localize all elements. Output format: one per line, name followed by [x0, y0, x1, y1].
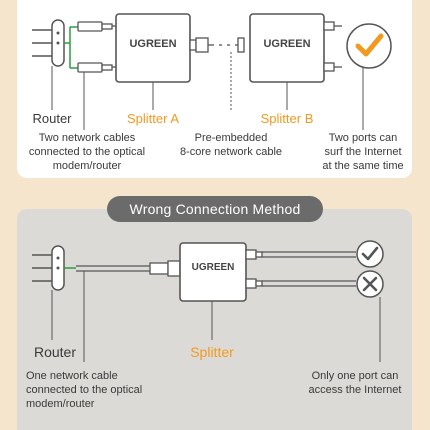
- cross-icon: [356, 270, 384, 298]
- splitter-brand: UGREEN: [191, 262, 235, 273]
- router-label-top: Router: [32, 111, 72, 126]
- leaders-top: [51, 66, 364, 130]
- splitter-label: Splitter: [190, 344, 234, 360]
- router-label-bottom: Router: [33, 344, 77, 360]
- router-top: [32, 19, 65, 67]
- cables-to-splitter-a: [77, 21, 116, 73]
- splitter-b-label: Splitter B: [260, 111, 314, 126]
- desc-pre-embedded: Pre-embedded 8-core network cable: [179, 132, 283, 158]
- check-icon: [356, 240, 384, 268]
- router-bottom: [32, 245, 65, 291]
- output-cables-bottom: [245, 249, 356, 289]
- splitter-a-brand: UGREEN: [129, 38, 177, 50]
- desc-one-port: Only one port can access the Internet: [308, 370, 402, 396]
- leaders-bottom: [51, 271, 381, 362]
- section-title: Wrong Connection Method: [107, 196, 323, 222]
- embedded-cable: [189, 37, 245, 53]
- single-cable: [76, 260, 181, 277]
- splitter-b-brand: UGREEN: [263, 38, 311, 50]
- splitter-box: [179, 242, 247, 302]
- desc-one-cable: One network cable connected to the optic…: [26, 370, 143, 410]
- check-icon: [346, 23, 392, 69]
- cables-from-splitter-b: [323, 21, 342, 72]
- green-connector-top: [64, 26, 78, 69]
- desc-two-cables: Two network cables connected to the opti…: [28, 132, 146, 172]
- desc-two-ports: Two ports can surf the Internet at the s…: [322, 132, 404, 172]
- splitter-a-label: Splitter A: [126, 111, 180, 126]
